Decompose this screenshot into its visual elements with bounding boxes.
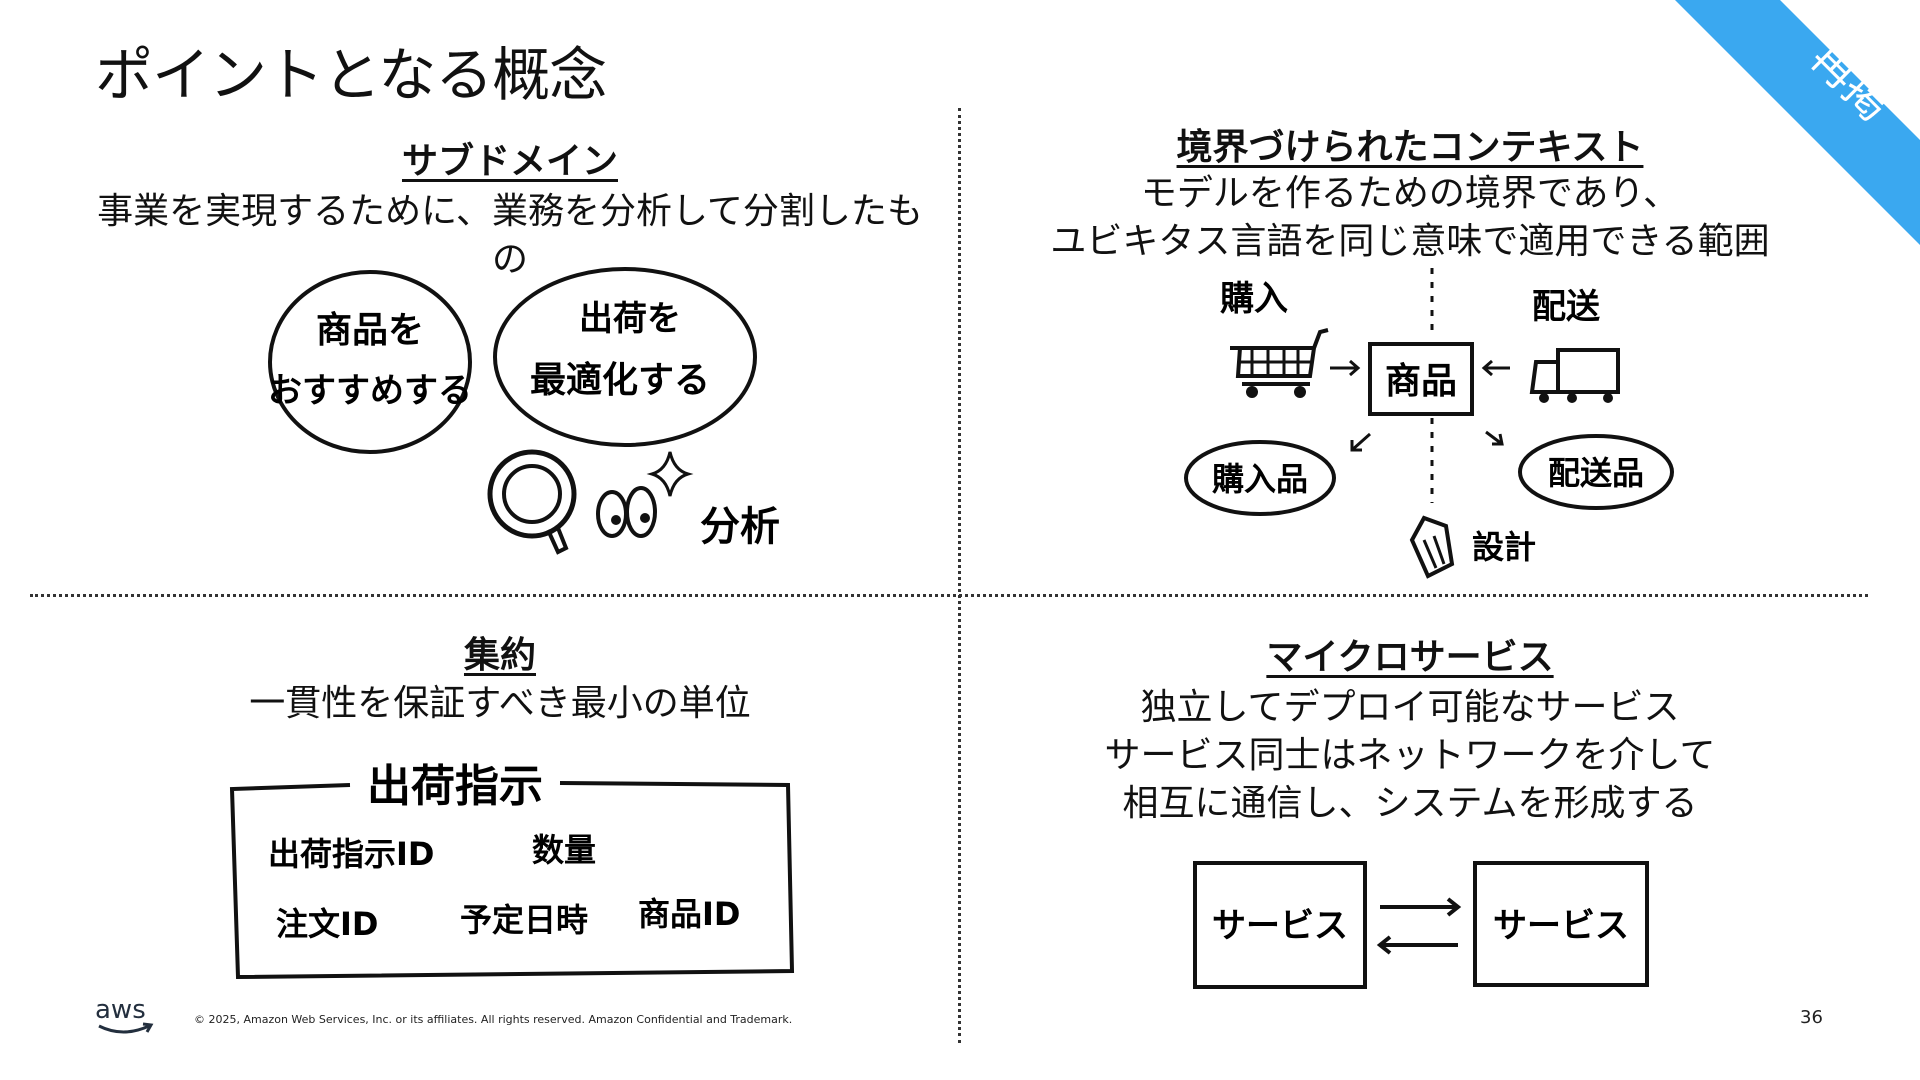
bubble2-line2: 最適化する [530, 360, 710, 401]
arrow-right-icon [1330, 361, 1358, 375]
microservice-heading: マイクロサービス [980, 628, 1840, 680]
service-right-label: サービス [1493, 906, 1629, 946]
arrow-right-icon [1380, 899, 1458, 915]
arrow-left-icon [1380, 937, 1458, 953]
aggregate-section: 集約 一貫性を保証すべき最小の単位 [80, 626, 920, 728]
aggregate-illustration: 出荷指示 出荷指示ID 数量 注文ID 予定日時 商品ID [220, 745, 800, 985]
aws-logo: aws [93, 994, 163, 1038]
bubble2-line1: 出荷を [579, 299, 681, 339]
page-number: 36 [1800, 1007, 1823, 1028]
arrow-down-right-icon [1486, 432, 1502, 444]
field-scheduled-time: 予定日時 [460, 901, 588, 939]
purchase-label: 購入 [1220, 279, 1288, 319]
cart-icon [1230, 330, 1328, 398]
delivered-item-label: 配送品 [1548, 454, 1644, 492]
aggregate-heading: 集約 [80, 626, 920, 678]
field-product-id: 商品ID [638, 895, 740, 933]
bounded-context-heading: 境界づけられたコンテキスト [980, 118, 1840, 170]
truck-icon [1532, 350, 1618, 403]
analysis-label: 分析 [700, 504, 780, 550]
bounded-context-section: 境界づけられたコンテキスト モデルを作るための境界であり、 ユビキタス言語を同じ… [980, 118, 1840, 266]
field-quantity: 数量 [532, 831, 596, 869]
microservice-section: マイクロサービス 独立してデプロイ可能なサービス サービス同士はネットワークを介… [980, 628, 1840, 828]
eyes-icon [598, 488, 655, 536]
field-shipping-instruction-id: 出荷指示ID [268, 835, 434, 873]
aggregate-description: 一貫性を保証すべき最小の単位 [80, 680, 920, 728]
vertical-divider [958, 108, 961, 1043]
bubble1-line1: 商品を [316, 310, 424, 351]
pencil-icon [1412, 518, 1452, 576]
bubble1-line2: おすすめする [268, 371, 472, 411]
aws-logo-text: aws [95, 995, 146, 1025]
microservice-desc-line3: 相互に通信し、システムを形成する [980, 780, 1840, 828]
product-label: 商品 [1385, 361, 1457, 402]
bounded-context-desc-line1: モデルを作るための境界であり、 [980, 170, 1840, 218]
purchased-item-label: 購入品 [1212, 460, 1308, 498]
sparkle-icon [652, 452, 688, 496]
bounded-context-illustration: 購入 配送 商品 購入品 配送品 設計 [1180, 268, 1700, 588]
bounded-context-desc-line2: ユビキタス言語を同じ意味で適用できる範囲 [980, 218, 1840, 266]
subdomain-illustration: 商品を おすすめする 出荷を 最適化する 分析 [260, 262, 820, 562]
microservice-desc-line2: サービス同士はネットワークを介して [980, 732, 1840, 780]
arrow-down-left-icon [1352, 434, 1370, 450]
field-order-id: 注文ID [276, 905, 378, 943]
microservice-illustration: サービス サービス [1180, 855, 1660, 995]
horizontal-divider [30, 594, 1868, 597]
design-label: 設計 [1472, 528, 1536, 566]
delivery-label: 配送 [1532, 287, 1600, 327]
magnifier-icon [490, 452, 574, 552]
service-left-label: サービス [1212, 906, 1348, 946]
subdomain-heading: サブドメイン [80, 132, 940, 184]
microservice-desc-line1: 独立してデプロイ可能なサービス [980, 684, 1840, 732]
arrow-left-icon [1484, 361, 1510, 375]
page-title: ポイントとなる概念 [95, 28, 606, 112]
shipping-instruction-title: 出荷指示 [367, 761, 543, 812]
copyright-notice: © 2025, Amazon Web Services, Inc. or its… [194, 1013, 792, 1026]
